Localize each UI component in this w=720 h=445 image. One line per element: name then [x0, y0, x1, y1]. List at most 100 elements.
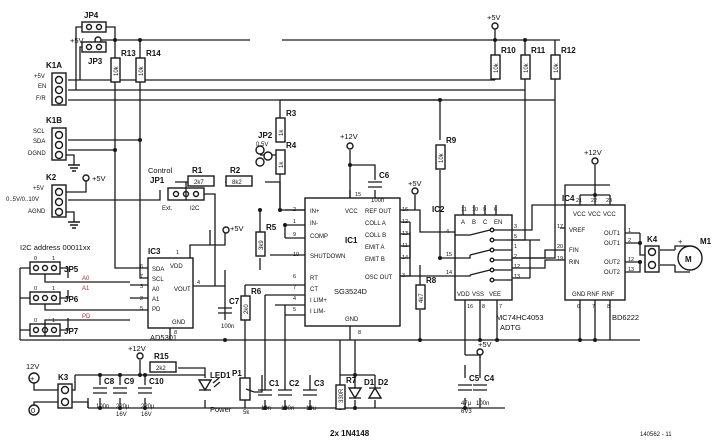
k1b-ref: K1B	[46, 116, 62, 125]
k4-ref: K4	[647, 235, 658, 244]
p1-ref: P1	[232, 369, 242, 378]
ic4-bottom-pinnum: 7	[592, 304, 595, 310]
capacitor-value: 10n	[261, 406, 271, 412]
ic1-pinnum-15: 15	[355, 192, 361, 198]
resistor-ref: R11	[531, 46, 546, 55]
resistor-ref: R12	[561, 46, 576, 55]
i2c-address-jumpers: I2C address 00011xx 0 1 JP5 0 1 JP6 0 1 …	[19, 243, 130, 340]
connector-k2: K2 +5V 0..5V/0..10V AGND	[6, 173, 87, 229]
ic1-pin-label: IN+	[310, 209, 320, 215]
ic4-right-pinnum: 1	[628, 228, 631, 234]
jp4-ref: JP4	[84, 11, 99, 20]
d1-ref: D1	[364, 378, 375, 387]
capacitor-value: 100n	[281, 406, 294, 412]
ic2-switches	[455, 227, 512, 283]
resistor-ref: R2	[230, 166, 241, 175]
jp5-zero: 0	[34, 256, 37, 262]
ic4-right-pinnum: 13	[628, 267, 634, 273]
connector-k4: K4	[644, 235, 660, 273]
k1a-pin-fr: F/R	[36, 96, 46, 102]
connector-k1a: K1A +5V EN F/R	[34, 61, 67, 106]
ic4-left-label: FIN	[569, 248, 579, 254]
capacitor-ref: C3	[314, 379, 325, 388]
jp6-ref: JP6	[64, 295, 79, 304]
jp7-zero: 0	[34, 318, 37, 324]
k1a-pin-en: EN	[38, 84, 46, 90]
resistor-value: 2k7	[194, 180, 204, 186]
diode-note: 2x 1N4148	[330, 429, 370, 438]
resistor-ref: R6	[251, 287, 262, 296]
ic2-name: MC74HC4053	[496, 313, 544, 322]
svg-text:+: +	[30, 374, 35, 383]
ic1-pin-number: 16	[402, 207, 408, 213]
ic4-top-label: VCC	[588, 212, 601, 218]
k3-12v-label: 12V	[26, 362, 39, 371]
ic1-pin-label: OSC OUT	[365, 275, 393, 281]
resistor-value: 3k9	[259, 240, 265, 250]
ic4-top-pinnum: 21	[576, 198, 582, 204]
ic1-name: SG3524D	[334, 287, 368, 296]
ic2-left-pinnum: 15	[446, 252, 452, 258]
resistor-ref: R1	[192, 166, 203, 175]
resistor-ref: R4	[286, 141, 297, 150]
i2c-a0-label: A0	[82, 276, 90, 282]
ic3-pin-pd: PD	[152, 307, 161, 313]
ic2-left-pinnum: 14	[446, 270, 452, 276]
k2-pin-analog: 0..5V/0..10V	[6, 197, 39, 203]
ic4-top-label: VCC	[603, 212, 616, 218]
capacitors: C110nC2100nC310uC4100nC547µ6V3C6100nC710…	[93, 171, 495, 418]
capacitor-value: 100n	[96, 404, 109, 410]
ic1-pin-number: 10	[293, 252, 299, 258]
k1a-pin-5v: +5V	[34, 74, 45, 80]
ic2-right-pinnum: 3	[514, 224, 517, 230]
ic2-bottom-label: VDD	[457, 292, 470, 298]
ic2-top-pinnum: 11	[461, 207, 467, 213]
jp1-ref: JP1	[150, 176, 165, 185]
jumper-jp4: JP4	[75, 11, 116, 90]
ic4-top-pinnum: 22	[591, 198, 597, 204]
ic4-bottom-label: RNF	[602, 292, 615, 298]
ic2-bottom-pinnum: 7	[499, 304, 502, 310]
rail-5v-label-r10: +5V	[487, 13, 501, 22]
ic1-pin-label: I LIM+	[310, 298, 327, 304]
k3-0v-label: 0	[31, 406, 35, 415]
ic2-sub: ADTG	[500, 323, 521, 332]
resistor-value: 2k2	[156, 366, 166, 372]
rail-12v-label-ic1: +12V	[340, 132, 358, 141]
k1b-pin-scl: SCL	[33, 129, 45, 135]
capacitor-voltage: 16V	[141, 412, 152, 418]
ic1-pin-number: 9	[293, 232, 296, 238]
ic1-pin-label: COMP	[310, 234, 328, 240]
ic3-ad5301: IC3 AD5301 SDA SCL A0 A1 PD VDD VOUT GND…	[140, 247, 205, 342]
ic3-vout: VOUT	[174, 287, 191, 293]
resistor-ref: R3	[286, 109, 297, 118]
jp6-zero: 0	[34, 286, 37, 292]
ic4-bottom-pinnum: 8	[607, 304, 610, 310]
jp6-one: 1	[52, 286, 55, 292]
ic4-left-pinnum: 20	[557, 244, 563, 250]
k2-pin-agnd: AGND	[28, 209, 46, 215]
jp7-ref: JP7	[64, 327, 79, 336]
ic1-vcc: VCC	[345, 209, 358, 215]
diode-d1: D1	[347, 378, 375, 400]
svg-text:+: +	[678, 237, 683, 246]
ic4-bottom-label: RNF	[587, 292, 600, 298]
jp1-ext: Ext.	[162, 206, 173, 212]
ic2-right-pinnum: 13	[514, 274, 520, 280]
resistor-ref: R5	[266, 223, 277, 232]
